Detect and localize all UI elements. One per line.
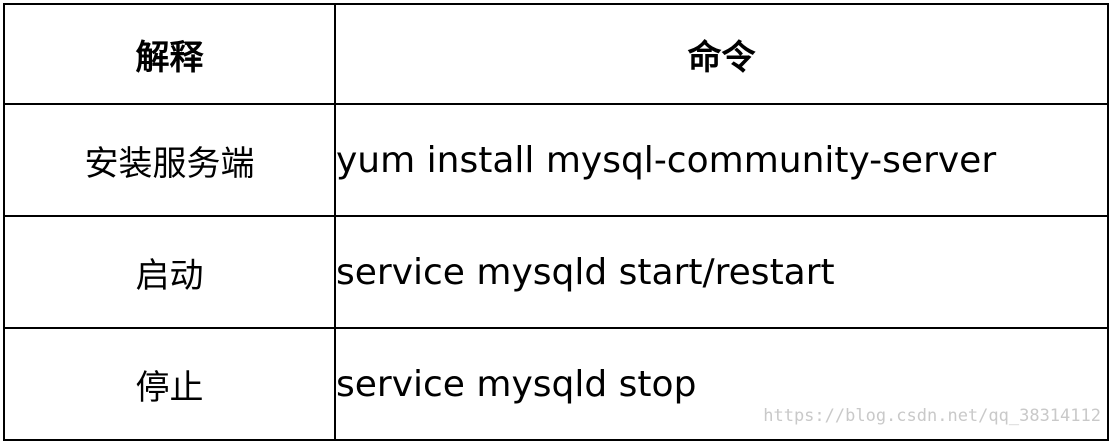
table-row: 停止 service mysqld stop [3,327,1109,441]
command-table: 解释 命令 安装服务端 yum install mysql-community-… [3,3,1109,441]
row-command: yum install mysql-community-server [334,103,1109,217]
row-description: 停止 [3,327,336,441]
table-row: 安装服务端 yum install mysql-community-server [3,103,1109,217]
row-description: 启动 [3,215,336,329]
row-description: 安装服务端 [3,103,336,217]
header-command: 命令 [334,3,1109,105]
watermark-url: https://blog.csdn.net/qq_38314112 [763,406,1101,426]
row-command: service mysqld stop [334,327,1109,441]
row-command: service mysqld start/restart [334,215,1109,329]
header-description: 解释 [3,3,336,105]
table-row: 启动 service mysqld start/restart [3,215,1109,329]
table-header-row: 解释 命令 [3,3,1109,105]
command-table-wrapper: 解释 命令 安装服务端 yum install mysql-community-… [3,3,1109,441]
